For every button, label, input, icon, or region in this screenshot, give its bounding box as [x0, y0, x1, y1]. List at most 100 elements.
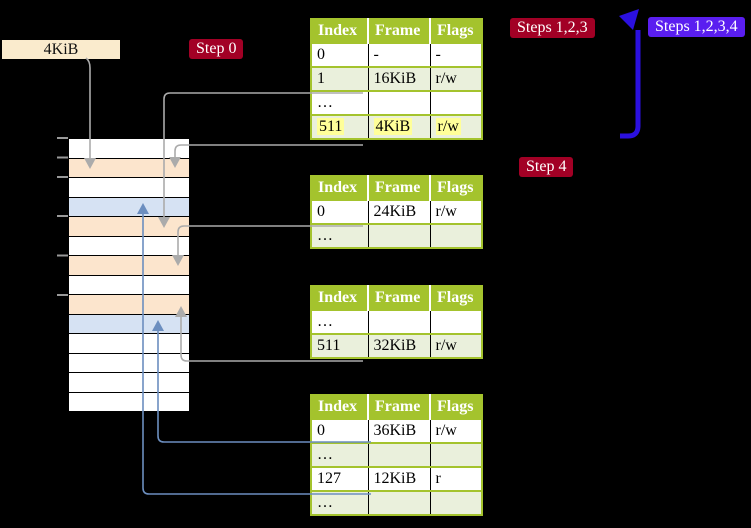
cell-frame: 4KiB	[367, 114, 430, 139]
entry-row: 511 4KiB r/w	[311, 114, 482, 139]
cell-value: …	[317, 446, 333, 463]
cell-index: …	[311, 442, 368, 467]
column-header: Frame	[367, 19, 430, 43]
entry-row: 0--	[311, 42, 482, 67]
cell-flags: r/w	[429, 114, 482, 139]
cell-flags: r/w	[429, 418, 482, 443]
column-header: Index	[311, 286, 368, 310]
frame-address-box: 4KiB	[2, 40, 120, 59]
steps-123-label: Steps 1,2,3	[517, 19, 588, 36]
step-0-badge: Step 0	[189, 39, 244, 59]
cell-index: …	[311, 90, 368, 115]
column-header: Flags	[429, 176, 482, 200]
entry-row: …	[311, 490, 482, 515]
cell-flags: r/w	[429, 66, 482, 91]
cell-value: 32KiB	[373, 337, 417, 354]
steps-1234-label: Steps 1,2,3,4	[655, 18, 738, 35]
cell-frame: 24KiB	[367, 199, 430, 224]
column-header: Flags	[429, 395, 482, 419]
frame-address-label: 4KiB	[43, 41, 79, 58]
cell-frame	[367, 90, 430, 115]
cell-value: r/w	[435, 422, 457, 439]
cell-frame	[367, 490, 430, 515]
cell-index: …	[311, 223, 368, 248]
cell-value: r/w	[435, 203, 457, 220]
cell-value: 36KiB	[373, 422, 417, 439]
cell-index: …	[311, 490, 368, 515]
cell-frame: 16KiB	[367, 66, 430, 91]
step-0-label: Step 0	[196, 40, 237, 57]
memory-frame-mapped-page	[69, 314, 189, 334]
column-header: Frame	[367, 286, 430, 310]
cell-value: …	[317, 313, 333, 330]
entry-row: …	[311, 223, 482, 248]
entry-row: …	[311, 442, 482, 467]
steps-123-badge: Steps 1,2,3	[510, 18, 595, 38]
step-4-badge: Step 4	[519, 157, 574, 177]
cell-value: 511	[317, 118, 345, 135]
column-header: Index	[311, 176, 368, 200]
memory-frame-page-table	[69, 256, 189, 276]
memory-frame-free	[69, 353, 189, 373]
cell-flags: r/w	[429, 333, 482, 358]
column-header: Index	[311, 395, 368, 419]
entry-row: …	[311, 90, 482, 115]
cell-frame: -	[367, 42, 430, 67]
cell-frame	[367, 309, 430, 334]
cell-value: …	[317, 494, 333, 511]
cell-flags	[429, 90, 482, 115]
memory-frame-page-table	[69, 295, 189, 315]
cell-flags: r/w	[429, 199, 482, 224]
cell-index: 0	[311, 42, 368, 67]
cell-value: -	[373, 46, 379, 63]
cell-value: 127	[317, 470, 341, 487]
physical-memory-stripe	[68, 138, 190, 412]
memory-frame-free	[69, 275, 189, 295]
cell-value: 1	[317, 70, 325, 87]
entry-row: 511 32KiB r/w	[311, 333, 482, 358]
memory-frame-free	[69, 334, 189, 354]
entry-row: …	[311, 309, 482, 334]
cell-index: 511	[311, 114, 368, 139]
cell-flags: -	[429, 42, 482, 67]
cell-value: 0	[317, 422, 325, 439]
cell-flags	[429, 309, 482, 334]
recursion-arrow-line	[620, 30, 641, 139]
cell-value: 16KiB	[373, 70, 417, 87]
memory-frame-free	[69, 373, 189, 393]
cell-value: …	[317, 94, 333, 111]
cell-index: 0	[311, 418, 368, 443]
entry-row: 1 16KiB r/w	[311, 66, 482, 91]
entry-row: 0 36KiB r/w	[311, 418, 482, 443]
column-header: Frame	[367, 395, 430, 419]
cell-value: 4KiB	[373, 118, 413, 135]
address-tick-marks	[57, 137, 68, 296]
column-header: Flags	[429, 19, 482, 43]
cell-index: 1	[311, 66, 368, 91]
recursion-loop-arrow	[619, 9, 641, 139]
memory-frame-free	[69, 178, 189, 198]
column-header: Frame	[367, 176, 430, 200]
memory-frame-free	[69, 392, 189, 411]
cell-value: 12KiB	[373, 470, 417, 487]
cell-frame: 32KiB	[367, 333, 430, 358]
cell-value: 0	[317, 203, 325, 220]
memory-frame-page-table	[69, 158, 189, 178]
cell-value: r	[435, 470, 441, 487]
cell-index: 127	[311, 466, 368, 491]
memory-frame-page-table	[69, 217, 189, 237]
cell-value: …	[317, 227, 333, 244]
cell-flags	[429, 490, 482, 515]
cell-frame	[367, 442, 430, 467]
cell-value: 511	[317, 337, 341, 354]
entry-row: 0 24KiB r/w	[311, 199, 482, 224]
cell-flags	[429, 223, 482, 248]
column-header: Flags	[429, 286, 482, 310]
